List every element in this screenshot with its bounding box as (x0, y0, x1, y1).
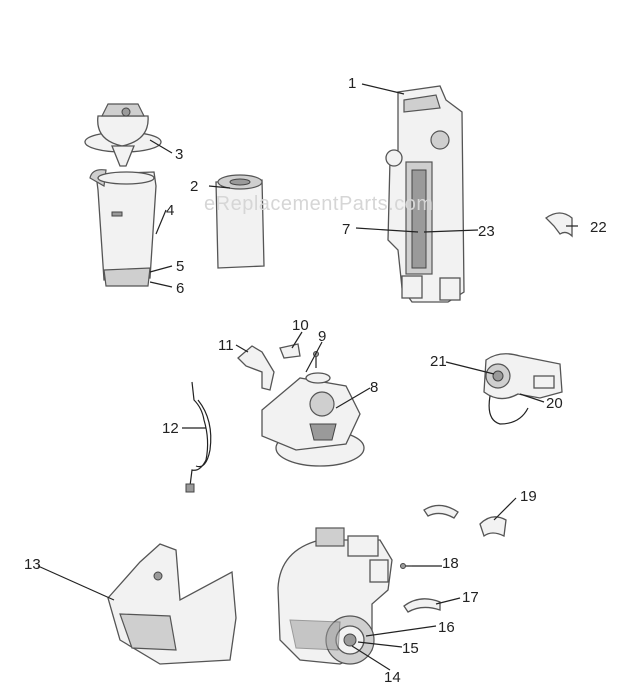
callout-12: 12 (162, 420, 179, 437)
part-18-pin (400, 563, 412, 569)
part-2-filter (215, 174, 265, 269)
callout-19: 19 (520, 488, 537, 505)
callout-22: 22 (590, 219, 607, 236)
part-12-power-cord (185, 381, 212, 493)
callout-15: 15 (402, 640, 419, 657)
part-13-base-shroud (107, 543, 237, 665)
part-20-motor-cover (483, 353, 563, 425)
callout-13: 13 (24, 556, 41, 573)
callout-5: 5 (176, 258, 184, 275)
callout-7: 7 (342, 221, 350, 238)
callout-2: 2 (190, 178, 198, 195)
callout-4: 4 (166, 202, 174, 219)
part-8-base-plate (261, 372, 365, 467)
callout-1: 1 (348, 75, 356, 92)
part-3-cyclone-top (84, 103, 162, 167)
leader-lines (37, 83, 578, 671)
part-22-clip (544, 212, 573, 238)
watermark: eReplacementParts.com (204, 193, 433, 215)
callout-numbers: 1 2 3 4 5 6 7 8 9 10 11 12 13 14 15 16 1… (24, 75, 607, 686)
callout-20: 20 (546, 395, 563, 412)
callout-21: 21 (430, 353, 447, 370)
callout-8: 8 (370, 379, 378, 396)
callout-23: 23 (478, 223, 495, 240)
callout-17: 17 (462, 589, 479, 606)
callout-18: 18 (442, 555, 459, 572)
part-11-latch (237, 345, 275, 391)
callout-9: 9 (318, 328, 326, 345)
callout-14: 14 (384, 669, 401, 686)
callout-16: 16 (438, 619, 455, 636)
part-17-clip (403, 598, 441, 613)
callout-6: 6 (176, 280, 184, 297)
unnumbered-clip (423, 504, 459, 519)
part-1-body-frame (385, 85, 465, 303)
callout-10: 10 (292, 317, 309, 334)
part-4-dust-cup (89, 169, 157, 287)
part-19-clip (479, 516, 507, 538)
callout-3: 3 (175, 146, 183, 163)
callout-11: 11 (218, 337, 234, 354)
part-10-bracket (279, 343, 301, 359)
